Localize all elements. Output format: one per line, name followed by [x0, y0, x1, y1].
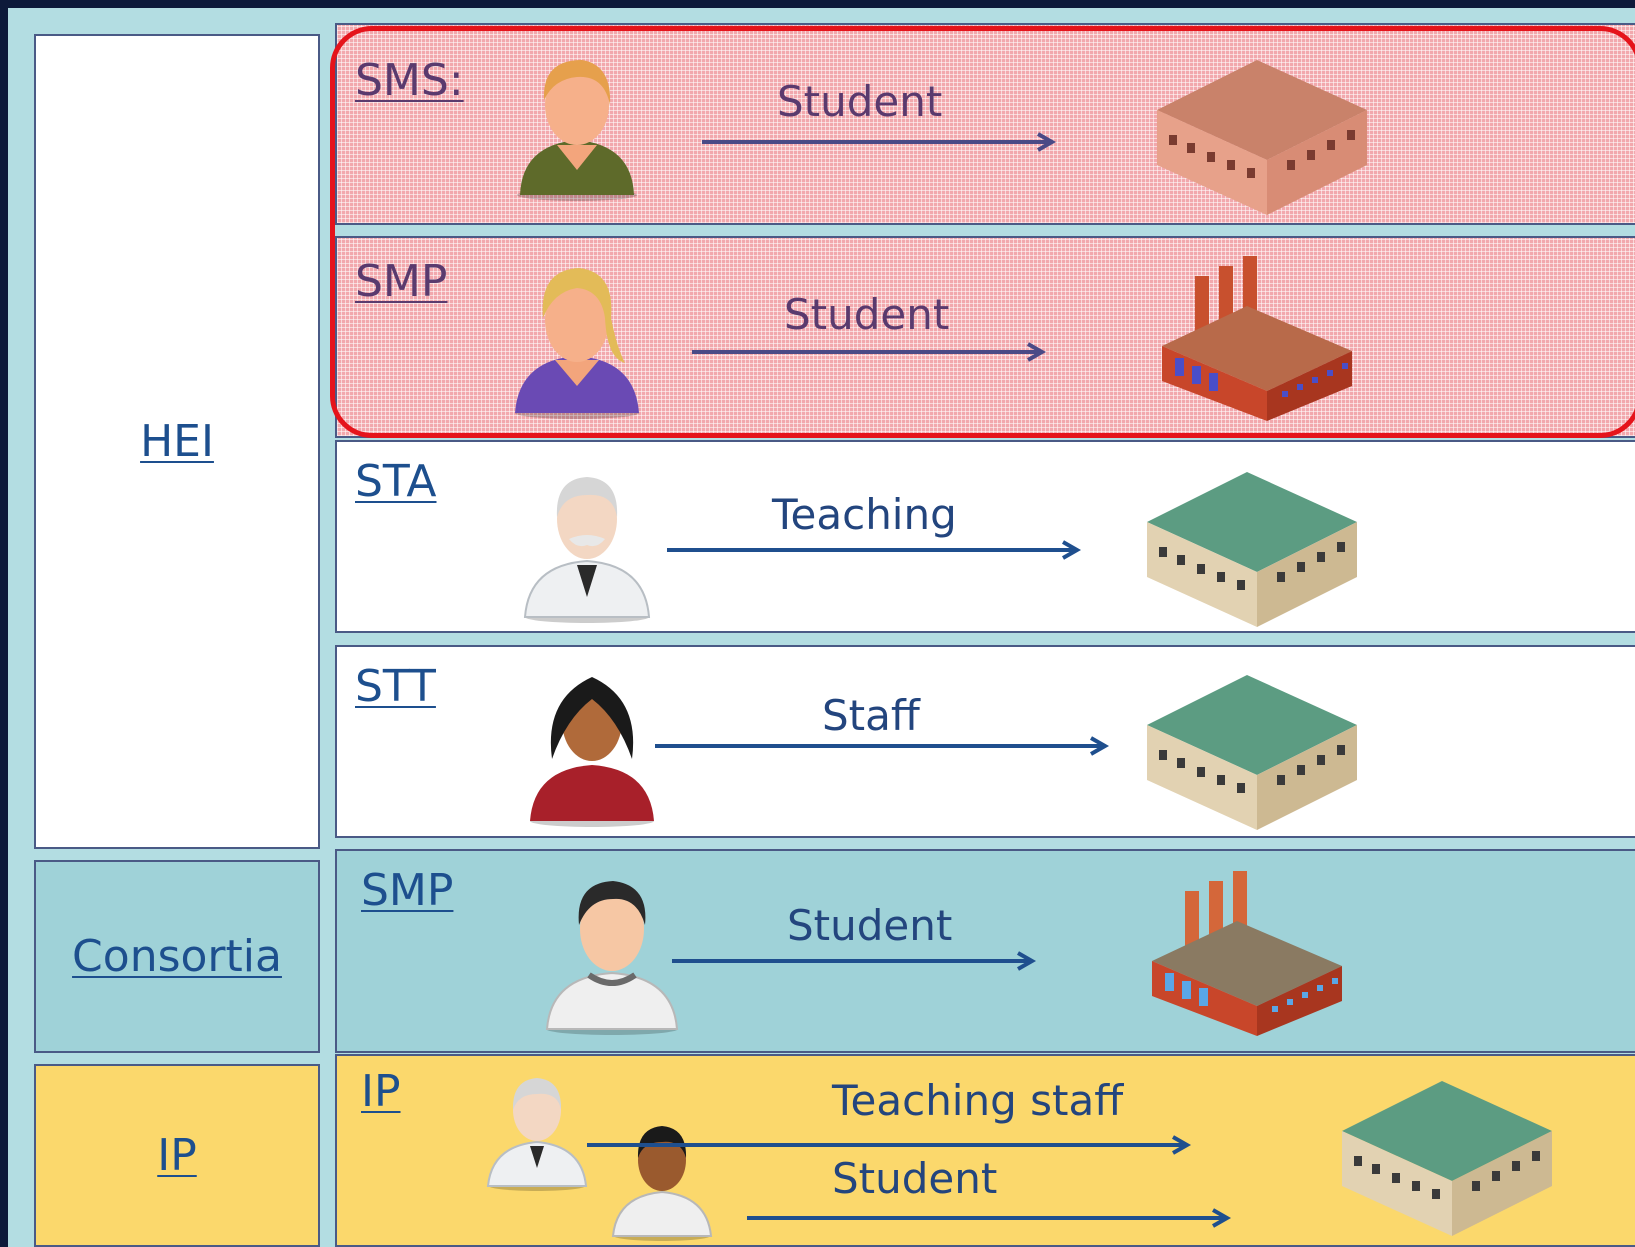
category-consortia-label[interactable]: Consortia [72, 931, 282, 982]
row-label-student: Student [832, 1154, 998, 1203]
row-ip: IP Teaching staff Student [335, 1054, 1635, 1247]
row-code[interactable]: SMP [361, 865, 454, 916]
row-sta: STA Teaching [335, 440, 1635, 633]
row-label: Student [784, 290, 950, 339]
arrow [692, 342, 1047, 362]
arrow [672, 951, 1037, 971]
row-code[interactable]: SMS: [355, 55, 464, 106]
university-icon [1147, 472, 1357, 627]
row-code[interactable]: STT [355, 661, 436, 712]
category-hei[interactable]: HEI [34, 34, 320, 849]
university-icon [1147, 675, 1357, 830]
arrow [702, 132, 1057, 152]
row-smp-hei: SMP Student [335, 236, 1635, 438]
row-stt: STT Staff [335, 645, 1635, 838]
category-consortia[interactable]: Consortia [34, 860, 320, 1053]
arrow-student [747, 1208, 1232, 1228]
arrow [655, 736, 1110, 756]
female-student-icon [515, 268, 639, 419]
university-icon [1342, 1081, 1552, 1236]
row-code[interactable]: STA [355, 456, 437, 507]
professor-icon [486, 1078, 588, 1191]
professor-icon [523, 477, 651, 623]
row-smp-consortia: SMP Student [335, 849, 1635, 1053]
male-student-icon [545, 881, 679, 1035]
factory-icon [1162, 256, 1352, 421]
row-sms: SMS: Student [335, 23, 1635, 225]
row-code[interactable]: IP [361, 1066, 401, 1117]
row-label: Staff [822, 691, 920, 740]
diagram-frame: HEI Consortia IP SMS: Student [8, 8, 1635, 1247]
category-ip-label[interactable]: IP [157, 1130, 197, 1181]
arrow-teaching-staff [587, 1135, 1192, 1155]
row-label: Teaching [772, 490, 957, 539]
male-student-icon [517, 60, 637, 201]
row-label: Student [777, 77, 943, 126]
row-label-teaching-staff: Teaching staff [832, 1076, 1124, 1125]
arrow [667, 540, 1082, 560]
staff-woman-icon [530, 677, 654, 827]
factory-icon [1152, 871, 1342, 1036]
student-icon [611, 1126, 713, 1241]
university-icon [1157, 60, 1367, 215]
category-hei-label[interactable]: HEI [140, 416, 214, 467]
row-code[interactable]: SMP [355, 256, 448, 307]
row-label: Student [787, 901, 953, 950]
category-ip[interactable]: IP [34, 1064, 320, 1247]
